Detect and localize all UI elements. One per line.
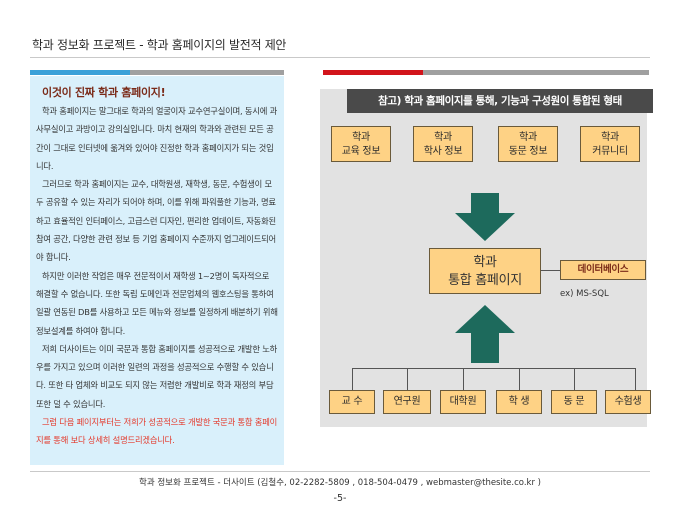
box-line: 학과 — [352, 132, 370, 143]
title-divider — [30, 57, 650, 58]
left-accent-bar-blue — [30, 70, 130, 75]
integrated-homepage-box: 학과 통합 홈페이지 — [429, 248, 541, 294]
left-text-panel: 이것이 진짜 학과 홈페이지! 학과 홈페이지는 말그대로 학과의 얼굴이자 교… — [30, 76, 284, 465]
tree-horizontal-line — [352, 368, 635, 369]
member-box-applicant: 수험생 — [605, 390, 651, 414]
member-box-graduate: 대학원 — [440, 390, 486, 414]
box-line: 동문 정보 — [508, 146, 548, 157]
tree-drop — [519, 368, 520, 390]
database-box: 데이터베이스 — [560, 260, 646, 280]
page-number: -5- — [333, 493, 347, 504]
box-line: 학과 — [434, 132, 452, 143]
member-box-student: 학 생 — [496, 390, 542, 414]
footer-divider — [30, 471, 650, 472]
tree-drop — [635, 368, 636, 390]
paragraph-3: 하지만 이러한 작업은 매우 전문적이서 재학생 1~2명이 독자적으로 해결할… — [36, 270, 278, 336]
box-alumni-info: 학과 동문 정보 — [498, 126, 558, 162]
tree-drop — [352, 368, 353, 390]
member-box-researcher: 연구원 — [383, 390, 431, 414]
paragraph-1: 학과 홈페이지는 말그대로 학과의 얼굴이자 교수연구실이며, 동시에 과사무실… — [36, 106, 278, 171]
box-line: 학과 — [519, 132, 537, 143]
tree-drop — [574, 368, 575, 390]
database-example: ex) MS-SQL — [560, 289, 609, 299]
member-box-professor: 교 수 — [329, 390, 375, 414]
db-connector — [541, 270, 560, 271]
highlight-paragraph: 그럼 다음 페이지부터는 저희가 성공적으로 개발한 국문과 통합 홈페이지를 … — [36, 417, 278, 446]
tree-drop — [407, 368, 408, 390]
box-education-info: 학과 교육 정보 — [331, 126, 391, 162]
tree-drop — [463, 368, 464, 390]
box-line: 학사 정보 — [423, 146, 463, 157]
footer-text: 학과 정보화 프로젝트 - 더사이트 (김철수, 02-2282-5809 , … — [139, 478, 541, 488]
box-community: 학과 커뮤니티 — [580, 126, 640, 162]
box-line: 학과 — [601, 132, 619, 143]
paragraph-2: 그러므로 학과 홈페이지는 교수, 대학원생, 재학생, 동문, 수험생이 모두… — [36, 179, 276, 263]
panel-heading: 이것이 진짜 학과 홈페이지! — [42, 86, 166, 99]
member-box-alumni: 동 문 — [551, 390, 597, 414]
center-line-2: 통합 홈페이지 — [448, 273, 522, 288]
right-accent-bar-gray — [423, 70, 649, 75]
up-arrow-icon — [455, 305, 515, 363]
right-accent-bar-red — [323, 70, 423, 75]
panel-body: 학과 홈페이지는 말그대로 학과의 얼굴이자 교수연구실이며, 동시에 과사무실… — [36, 102, 278, 450]
center-line-1: 학과 — [473, 255, 497, 270]
diagram-title: 참고) 학과 홈페이지를 통해, 기능과 구성원이 통합된 형태 — [347, 89, 653, 113]
page-title: 학과 정보화 프로젝트 - 학과 홈페이지의 발전적 제안 — [32, 38, 287, 52]
left-accent-bar-gray — [130, 70, 284, 75]
box-academic-info: 학과 학사 정보 — [413, 126, 473, 162]
box-line: 교육 정보 — [341, 146, 381, 157]
paragraph-4: 저희 더사이트는 이미 국문과 통합 홈페이지를 성공적으로 개발한 노하우를 … — [36, 343, 278, 409]
down-arrow-icon — [455, 193, 515, 241]
box-line: 커뮤니티 — [592, 146, 628, 157]
